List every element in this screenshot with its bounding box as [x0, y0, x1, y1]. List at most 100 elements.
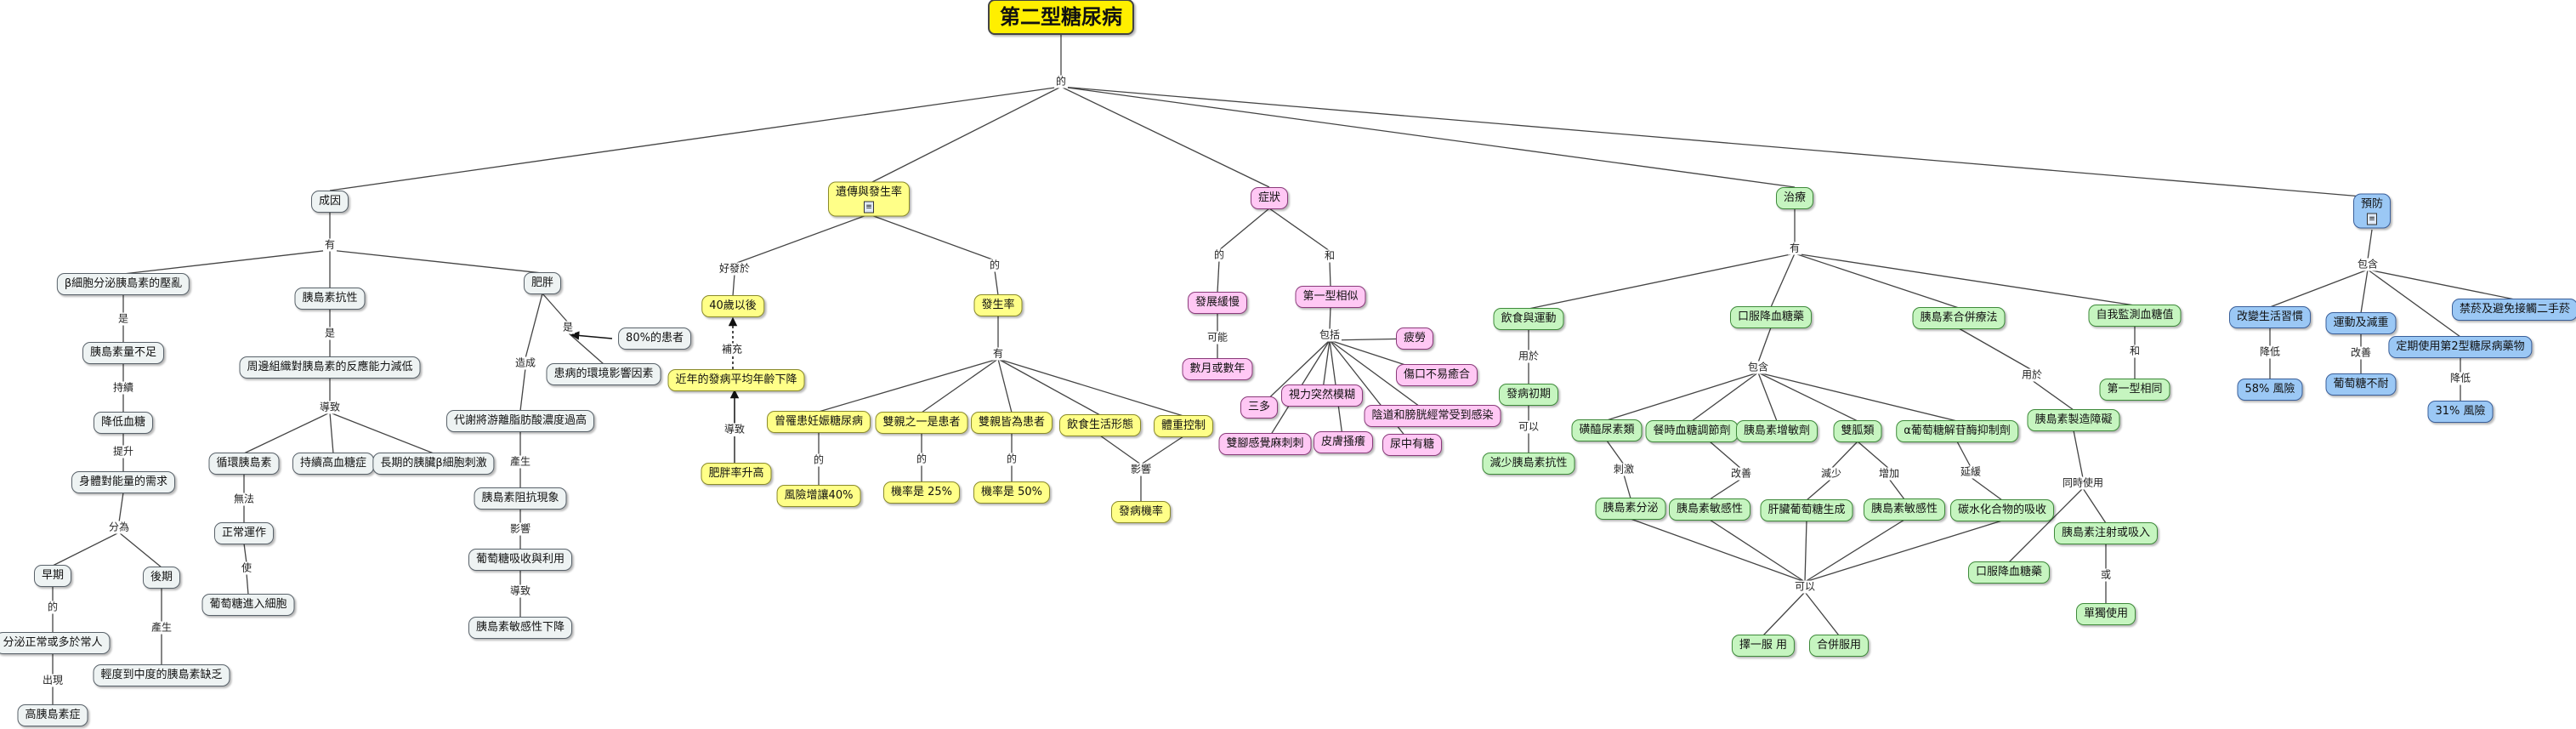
node-obesity[interactable]: 肥胖: [523, 272, 562, 294]
node-pct80[interactable]: 80%的患者: [618, 327, 691, 350]
node-monitor[interactable]: 自我監測血糖值: [2088, 305, 2182, 327]
topic-zhiliao[interactable]: 治療: [1775, 187, 1814, 209]
node-rate50[interactable]: 機率是 50%: [973, 481, 1051, 504]
node-age40[interactable]: 40歲以後: [701, 295, 764, 317]
node-skin[interactable]: 皮膚搔癢: [1313, 431, 1374, 453]
node-ins-sens-down[interactable]: 胰島素敏感性下降: [468, 617, 573, 639]
topic-zhengzhuang[interactable]: 症狀: [1250, 187, 1289, 209]
node-type1[interactable]: 第一型相似: [1295, 286, 1366, 308]
document-icon[interactable]: ≡: [2366, 213, 2377, 225]
node-sanduo[interactable]: 三多: [1240, 396, 1279, 419]
node-oral2[interactable]: 口服降血糖藥: [1967, 561, 2051, 584]
node-beta[interactable]: β細胞分泌胰島素的壓亂: [56, 273, 190, 295]
node-fatigue[interactable]: 疲勞: [1395, 327, 1434, 350]
node-infect[interactable]: 陰道和膀胱經常受到感染: [1364, 405, 1501, 427]
node-exer-loss[interactable]: 運動及減重: [2325, 312, 2397, 334]
connector-line: [1060, 86, 2373, 198]
node-lowsugar[interactable]: 降低血糖: [93, 412, 154, 434]
node-combined[interactable]: 合併服用: [1808, 635, 1870, 657]
node-glucose-cell[interactable]: 葡萄糖進入細胞: [201, 594, 295, 616]
node-onset-age[interactable]: 近年的發病平均年齡下降: [667, 369, 805, 391]
node-twin[interactable]: 雙親之一是患者: [875, 412, 968, 434]
node-obes-rate[interactable]: 肥胖率升高: [701, 463, 772, 485]
node-env[interactable]: 患病的環境影響因素: [546, 363, 661, 385]
label-yongyu: 用於: [2019, 368, 2045, 382]
node-single[interactable]: 擇一服 用: [1731, 635, 1796, 657]
connector-line: [2367, 269, 2461, 338]
node-alone[interactable]: 單獨使用: [2075, 603, 2136, 625]
node-meal[interactable]: 餐時血糖調節劑: [1645, 420, 1739, 442]
label-keyi: 可以: [1792, 580, 1818, 594]
node-insuf[interactable]: 胰島素量不足: [82, 342, 165, 364]
node-ins-block[interactable]: 胰島素阻抗現象: [474, 487, 567, 510]
node-pct58[interactable]: 58% 風險: [2237, 379, 2303, 401]
node-both[interactable]: 雙親皆為患者: [970, 412, 1053, 434]
node-sensitizer[interactable]: 胰島素增敏劑: [1735, 420, 1819, 442]
document-icon[interactable]: ≡: [863, 201, 874, 214]
node-earlystage[interactable]: 發病初期: [1498, 384, 1559, 406]
connector-line: [2269, 269, 2369, 308]
node-incidence[interactable]: 發生率: [973, 294, 1023, 316]
node-vision[interactable]: 視力突然模糊: [1280, 384, 1364, 407]
topic-yufang[interactable]: 預防 ≡: [2352, 193, 2392, 229]
node-pct31[interactable]: 31% 風險: [2427, 401, 2494, 423]
node-hyperglyc[interactable]: 持續高血糖症: [292, 453, 375, 475]
node-reduce-res[interactable]: 減少胰島素抗性: [1482, 453, 1575, 475]
topic-yichuan[interactable]: 遺傳與發生率 ≡: [827, 181, 911, 217]
connector-line: [519, 367, 526, 412]
node-bodyneed[interactable]: 身體對能量的需求: [71, 471, 176, 493]
node-mild[interactable]: 輕度到中度的胰島素缺乏: [93, 664, 230, 686]
node-diet-life[interactable]: 飲食生活形態: [1058, 414, 1142, 436]
root-node[interactable]: 第二型糖尿病: [988, 0, 1134, 35]
connector-line: [1268, 208, 1331, 252]
label-ciji: 刺激: [1611, 463, 1637, 476]
node-hyperins[interactable]: 高胰島素症: [17, 704, 88, 726]
node-weight[interactable]: 體重控制: [1153, 415, 1214, 437]
topic-chengyin[interactable]: 成因: [310, 191, 349, 213]
node-carb[interactable]: 碳水化合物的吸收: [1949, 499, 2055, 521]
label-de: 的: [1004, 453, 1019, 466]
node-insulin-res[interactable]: 胰島素抗性: [294, 288, 366, 310]
node-ins-sens2[interactable]: 胰島素敏感性: [1863, 498, 1946, 521]
node-regular[interactable]: 定期使用第2型糖尿病藥物: [2388, 336, 2533, 358]
node-normal-op[interactable]: 正常運作: [213, 522, 275, 544]
connector-line: [997, 358, 1101, 416]
node-wound[interactable]: 傷口不易癒合: [1395, 364, 1478, 386]
node-early[interactable]: 早期: [33, 565, 72, 587]
node-exercise[interactable]: 飲食與運動: [1493, 308, 1564, 330]
node-impaired[interactable]: 葡萄糖不耐: [2325, 373, 2397, 396]
node-beta-stim[interactable]: 長期的胰臟β細胞刺激: [372, 453, 495, 475]
node-liver[interactable]: 肝臟葡萄糖生成: [1760, 499, 1853, 521]
label-tongshi: 同時使用: [2060, 476, 2106, 490]
node-metab[interactable]: 代謝將游離脂肪酸濃度過高: [445, 410, 595, 432]
node-rate25[interactable]: 機率是 25%: [882, 481, 961, 504]
node-late[interactable]: 後期: [142, 567, 181, 589]
node-injection[interactable]: 胰島素注射或吸入: [2053, 522, 2159, 544]
node-biguanide[interactable]: 雙胍類: [1833, 420, 1882, 442]
node-risk40[interactable]: 風險增讓40%: [776, 485, 861, 507]
node-numb[interactable]: 雙腳感覺麻刺刺: [1218, 433, 1312, 455]
node-months[interactable]: 數月或數年: [1182, 358, 1253, 380]
connector-line: [734, 214, 870, 265]
node-ins-secr[interactable]: 胰島素分泌: [1595, 498, 1666, 520]
node-sulfonyl[interactable]: 磺醯尿素類: [1571, 419, 1643, 441]
node-oral[interactable]: 口服降血糖藥: [1729, 306, 1813, 328]
node-secretion[interactable]: 分泌正常或多於常人: [0, 632, 111, 654]
node-urine[interactable]: 尿中有糖: [1382, 434, 1443, 456]
node-lifestyle[interactable]: 改變生活習慣: [2228, 306, 2312, 328]
connector-line: [243, 412, 331, 454]
node-ins-sens[interactable]: 胰島素敏感性: [1668, 498, 1751, 521]
node-ins-dis[interactable]: 胰島素製造障礙: [2027, 409, 2120, 431]
node-combo[interactable]: 胰島素合併療法: [1912, 307, 2006, 329]
connector-line: [1060, 86, 1270, 188]
node-gluc-abs[interactable]: 葡萄糖吸收與利用: [468, 549, 573, 571]
node-incid2[interactable]: 發病機率: [1110, 501, 1172, 523]
node-circ[interactable]: 循環胰島素: [208, 453, 280, 475]
node-gest[interactable]: 曾罹患妊娠糖尿病: [766, 411, 871, 433]
node-type1b[interactable]: 第一型相同: [2099, 379, 2170, 401]
node-slow[interactable]: 發展緩慢: [1187, 292, 1248, 314]
node-bariatric[interactable]: 禁菸及避免接觸二手菸: [2451, 299, 2576, 321]
node-agluc[interactable]: α葡萄糖解苷酶抑制劑: [1896, 420, 2018, 442]
node-tissue-resp[interactable]: 周邊組織對胰島素的反應能力減低: [239, 356, 421, 379]
label-de: 的: [987, 259, 1002, 272]
